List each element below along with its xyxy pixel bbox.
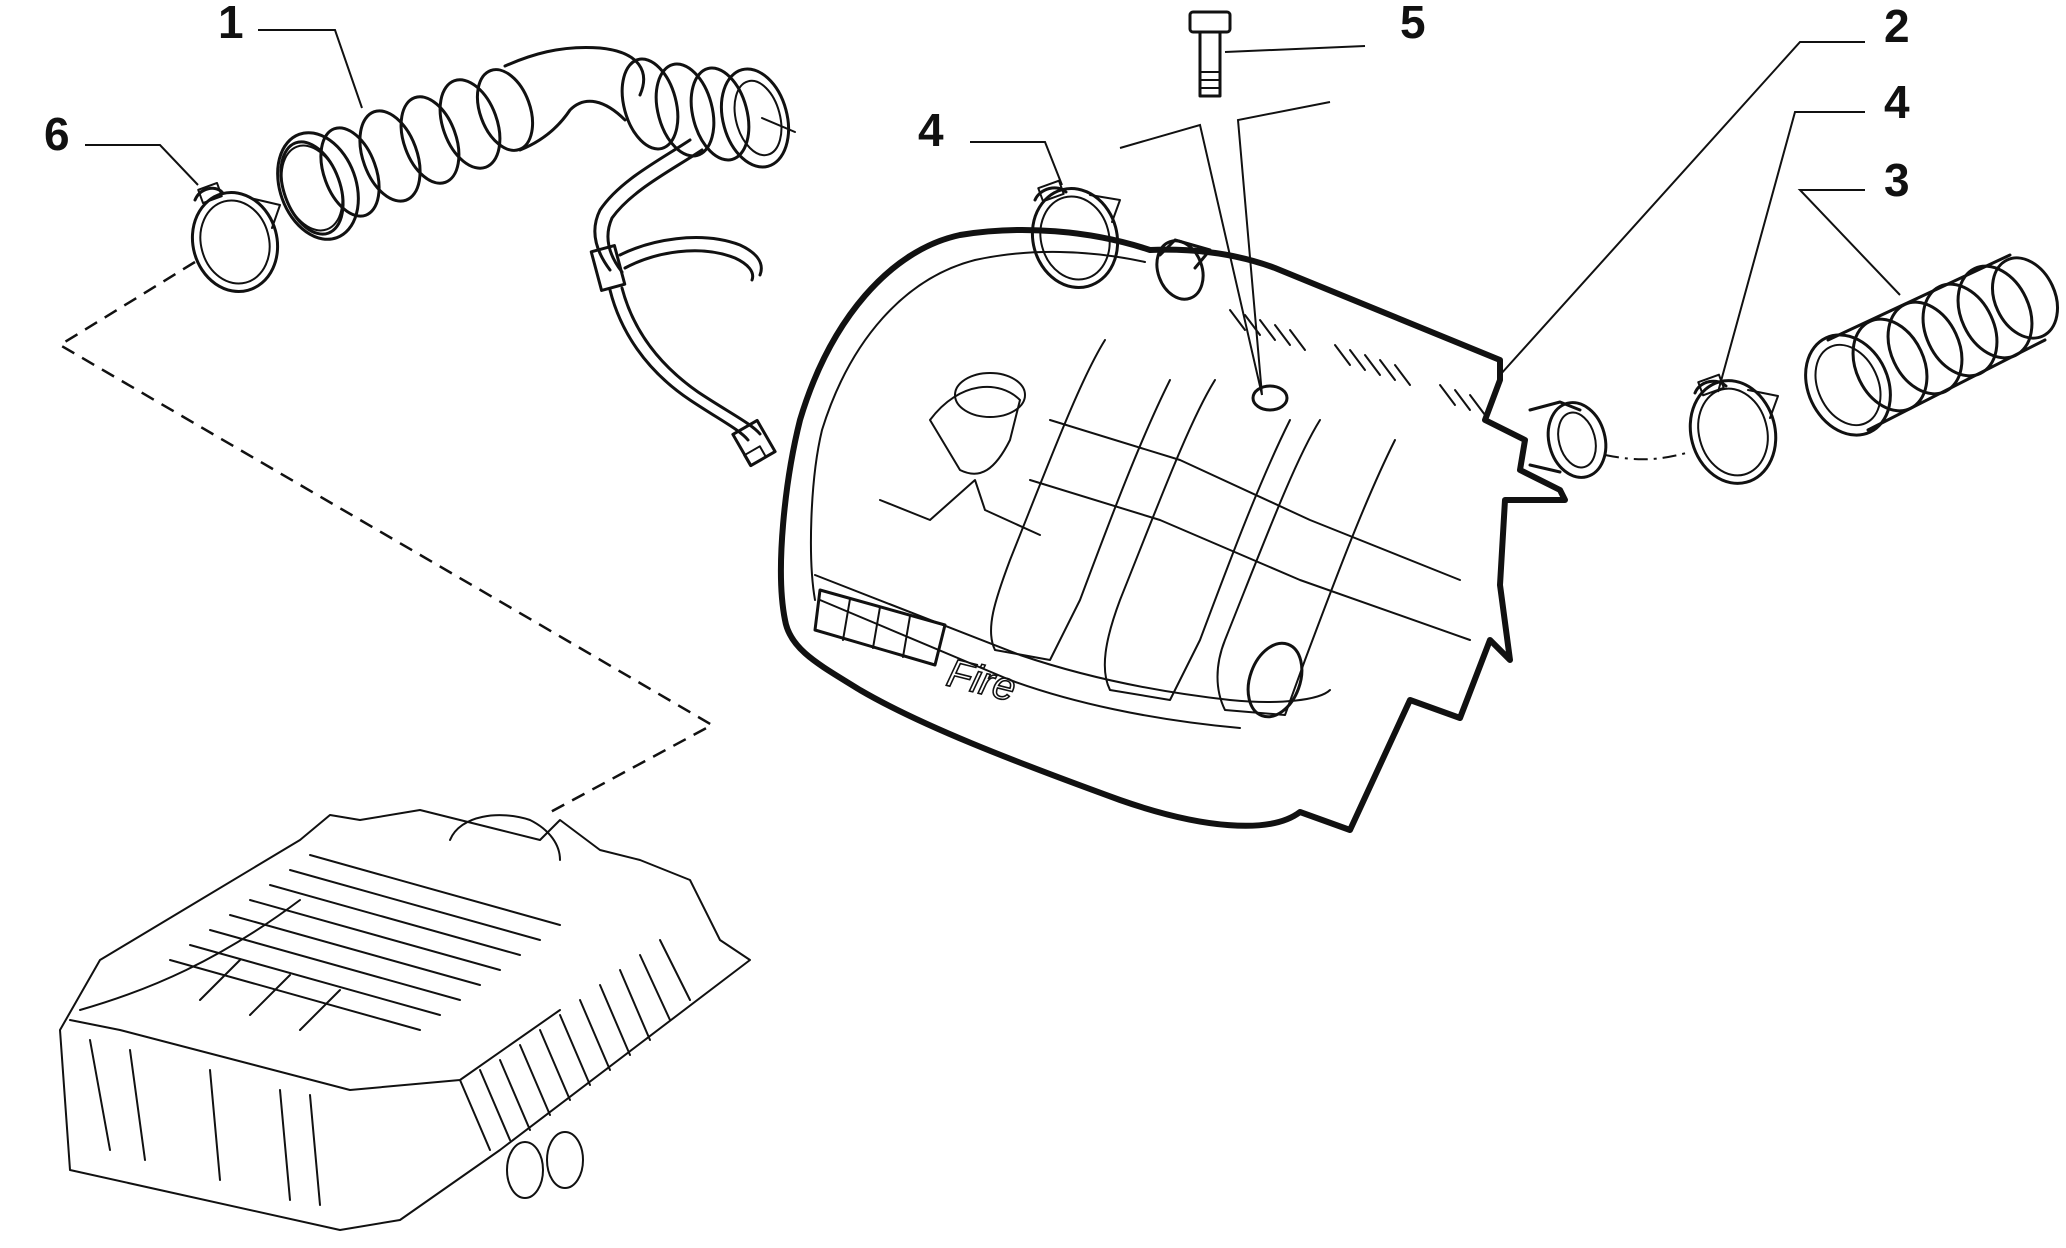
corrugated-hose-part-3	[1804, 253, 2059, 437]
callout-5: 5	[1400, 0, 1426, 48]
cover-marking-text: Fire	[943, 651, 1020, 710]
hose-clamp-part-4-left	[1030, 179, 1121, 290]
intake-hose-part-1	[276, 45, 796, 468]
air-filter-housing-reference	[59, 809, 751, 1231]
callout-3: 3	[1884, 154, 1910, 206]
assembly-guide-lines	[57, 260, 1691, 817]
engine-cover-part-2: Fire	[777, 101, 1608, 833]
callout-1: 1	[218, 0, 244, 48]
bolt-part-5	[1188, 10, 1232, 98]
leader-lines	[85, 29, 1901, 393]
hose-clamp-part-6	[190, 182, 281, 294]
callout-6: 6	[44, 108, 70, 160]
hose-clamp-part-4-right	[1688, 373, 1779, 485]
callout-2: 2	[1884, 0, 1910, 52]
callout-4-left: 4	[918, 104, 944, 156]
callout-labels: 1 2 3 4 4 5 6	[44, 0, 1910, 206]
callout-4-right: 4	[1884, 76, 1910, 128]
